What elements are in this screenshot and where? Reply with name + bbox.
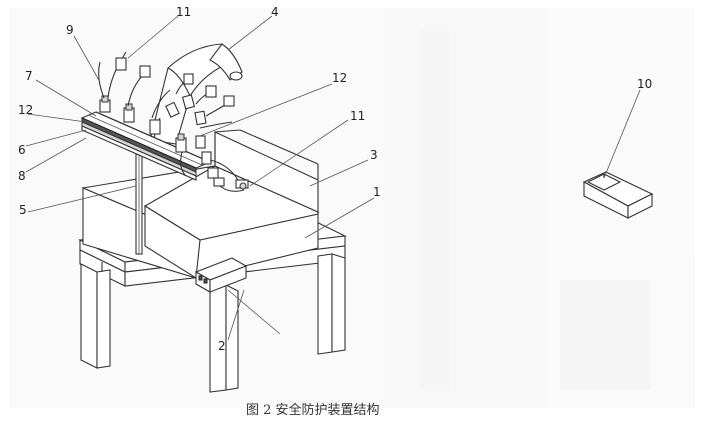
callout-12-right: 12 [332, 71, 347, 85]
callout-8: 8 [18, 169, 26, 183]
callout-5: 5 [19, 203, 27, 217]
callout-labels: 1 2 3 4 5 6 7 8 9 10 11 11 12 12 [18, 5, 652, 353]
callout-1: 1 [373, 185, 381, 199]
callout-2: 2 [218, 339, 226, 353]
arc-guard [149, 43, 243, 153]
rail-sensors [99, 95, 187, 153]
callout-11-right: 11 [350, 109, 365, 123]
callout-6: 6 [18, 143, 26, 157]
callout-12-left: 12 [18, 103, 33, 117]
callout-7: 7 [25, 69, 33, 83]
figure-caption: 图 2 安全防护装置结构 [246, 402, 380, 418]
leader-lines [25, 15, 641, 341]
horizontal-rail [80, 111, 212, 181]
support-post [135, 141, 143, 255]
arc-sensors [165, 94, 249, 190]
callout-3: 3 [370, 148, 378, 162]
callout-11-top: 11 [176, 5, 191, 19]
foot-pedal [582, 171, 654, 219]
callout-10: 10 [637, 77, 652, 91]
callout-4: 4 [271, 5, 279, 19]
cables [98, 51, 245, 192]
callout-9: 9 [66, 23, 74, 37]
control-box [194, 257, 248, 293]
